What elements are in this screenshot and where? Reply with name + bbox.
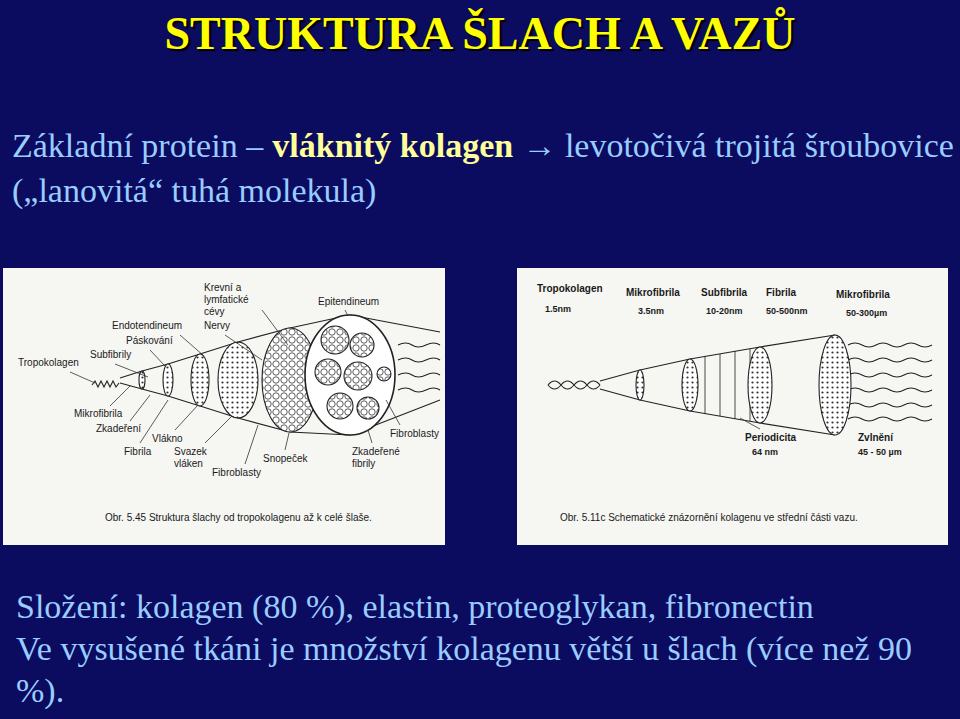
figure-label: Nervy <box>204 320 230 332</box>
figure-caption: Obr. 5.11c Schematické znázornění kolage… <box>560 512 858 524</box>
figure-caption: Obr. 5.45 Struktura šlachy od tropokolag… <box>105 512 372 524</box>
figure-label: Vlákno <box>152 433 183 445</box>
dimension-label: 3.5nm <box>638 305 664 317</box>
figure-label: Subfibrila <box>701 287 747 299</box>
dimension-label: 64 nm <box>752 446 778 458</box>
dimension-label: 10-20nm <box>706 305 743 317</box>
dimension-label: 50-500nm <box>766 305 808 317</box>
figure-label: Zkadeření <box>96 423 141 435</box>
figure-label: Epitendineum <box>318 296 379 308</box>
dimension-label: 1.5nm <box>545 303 571 315</box>
body-text: vláknitý kolagen <box>272 127 513 164</box>
figure-label: Fibroblasty <box>390 428 439 440</box>
text-block: Složení: kolagen (80 %), elastin, proteo… <box>16 586 951 712</box>
figure-label: Subfibrily <box>90 349 131 361</box>
body-text: Ve vysušené tkáni je množství kolagenu v… <box>16 628 951 712</box>
figure-panel <box>517 268 948 545</box>
figure-label: Zvlnění <box>858 432 893 444</box>
figure-label: Snopeček <box>263 453 307 465</box>
leader-line <box>70 310 400 464</box>
figure-label: Krevní a lymfatické cévy <box>204 282 268 318</box>
figure-label: Zkadeřené fibrily <box>352 446 406 470</box>
figure-label: Fibroblasty <box>212 467 261 479</box>
text-block: Základní protein –vláknitý kolagen→ levo… <box>12 123 957 213</box>
figure-label: Tropokolagen <box>18 357 79 369</box>
figure-label: Endotendineum <box>112 320 182 332</box>
body-text: Složení: kolagen (80 %), elastin, proteo… <box>16 586 951 628</box>
figure-label: Svazek vláken <box>174 446 218 470</box>
body-text: Základní protein – <box>12 127 263 164</box>
dimension-label: 45 - 50 µm <box>858 446 902 458</box>
figure-label: Fibrila <box>124 446 151 458</box>
slide-title: STRUKTURA ŠLACH A VAZŮ <box>0 6 960 62</box>
dimension-label: 50-300µm <box>846 307 887 319</box>
figure-label: Páskování <box>126 335 173 347</box>
figure-label: Mikrofibrila <box>74 408 122 420</box>
figure-label: Mikrofibrila <box>626 287 680 299</box>
figure-label: Tropokolagen <box>537 283 603 295</box>
collagen-drawing <box>548 335 932 435</box>
figure-panel <box>3 268 445 545</box>
tendon-drawing <box>92 315 440 435</box>
figure-label: Mikrofibrila <box>836 289 890 301</box>
leader-line <box>740 418 760 429</box>
figure-label: Periodicita <box>745 432 796 444</box>
figure-label: Fibrila <box>766 287 796 299</box>
